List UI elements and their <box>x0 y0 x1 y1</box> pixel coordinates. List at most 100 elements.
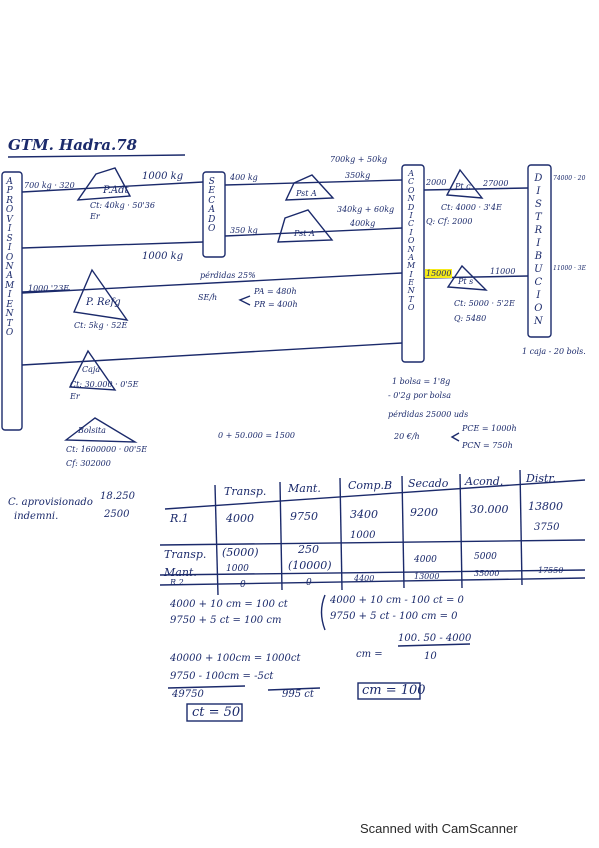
cell-mant-acond: 5000 <box>474 552 497 562</box>
page-title: GTM. Hadra.78 <box>8 136 138 154</box>
flow-27000: 27000 <box>483 179 509 188</box>
acondicionamiento-letter: N <box>407 286 415 296</box>
equation-3: 4000 + 10 cm - 100 ct = 0 <box>330 595 464 606</box>
equation-1: 4000 + 10 cm = 100 ct <box>170 599 288 610</box>
distribucion-letter: U <box>534 264 543 275</box>
camscanner-watermark: Scanned with CamScanner <box>360 821 518 836</box>
flow-2000: 2000 <box>426 178 447 187</box>
header-mant: Mant. <box>288 482 321 495</box>
equation-6: 9750 - 100cm = -5ct <box>170 671 274 682</box>
cell-r1-distr-mark: 3750 <box>534 522 560 533</box>
secado-letter: S <box>208 177 215 187</box>
flow-340-60: 340kg + 60kg <box>337 205 395 214</box>
secado-letter: O <box>208 224 216 235</box>
value-18250: 18.250 <box>100 491 135 502</box>
header-compb: Comp.B <box>348 479 393 492</box>
ce-per-hour: 20 €/h <box>394 432 420 441</box>
cell-r1-compb: 3400 <box>350 508 378 521</box>
secado-letter: A <box>208 205 215 216</box>
distribucion-letter: T <box>535 212 542 223</box>
cell-r2-transp: 0 <box>240 580 246 590</box>
distribucion-letter: C <box>534 277 543 288</box>
acondicionamiento-letter: C <box>408 177 415 187</box>
aprovisionamiento-letter: O <box>5 252 14 263</box>
acondicionamiento-letter: I <box>409 269 413 279</box>
equation-8: 995 ct <box>282 689 314 700</box>
cell-r2-secado: 13000 <box>414 572 440 581</box>
cell-r2-mant: 0 <box>306 578 312 588</box>
bolsita-cf: Cf: 302000 <box>66 459 111 468</box>
header-acond: Acond. <box>465 475 504 488</box>
cm-formula-label: cm = <box>356 649 383 660</box>
pt-s-cost: Ct: 5000 · 5'2E <box>454 299 515 308</box>
pt-c-cf: Q: Cf: 2000 <box>426 217 473 226</box>
bolsita-cost: Ct: 1600000 · 00'5E <box>66 445 148 454</box>
equation-4: 9750 + 5 ct - 100 cm = 0 <box>330 611 458 622</box>
bolsa-note: 1 bolsa = 1'8g <box>392 377 451 386</box>
aprovisionamiento-letter: A <box>6 271 13 282</box>
cm-numerator: 100. 50 - 4000 <box>398 633 472 644</box>
distribucion-letter: N <box>534 316 543 327</box>
equation-7: 49750 <box>172 689 204 700</box>
row-label-r2: R.2 <box>170 578 184 587</box>
pt-c-cost: Ct: 4000 · 3'4E <box>441 203 502 212</box>
distribucion-letter: D <box>534 173 543 184</box>
acondicionamiento-letter: O <box>407 185 415 195</box>
distribucion-letter: R <box>534 225 543 236</box>
distribucion-letter: I <box>536 290 541 301</box>
caja-note: 1 caja - 20 bols. <box>522 347 586 356</box>
pce-hours: PCE = 1000h <box>462 424 517 433</box>
distribucion-letter: S <box>534 199 542 210</box>
pt-c-label: Pt c <box>455 182 471 191</box>
bolsita-label: Bolsita <box>78 426 106 435</box>
equation-2: 9750 + 5 ct = 100 cm <box>170 615 282 626</box>
pt-s-q: Q: 5480 <box>454 314 487 323</box>
acondicionamiento-letter: C <box>408 219 415 229</box>
flow-700-50: 700kg + 50kg <box>330 155 388 164</box>
distribucion-letter: I <box>536 238 541 249</box>
pt-s-label: Pt s <box>458 277 474 286</box>
aprovisionamiento-letter: O <box>5 328 14 338</box>
acondicionamiento-letter: E <box>408 278 415 288</box>
cell-mant-secado: 4000 <box>414 555 437 565</box>
cell-mant-transp: 1000 <box>226 564 249 574</box>
pa-hours: PA = 480h <box>254 287 297 296</box>
cell-r2-distr: 17550 <box>538 566 564 575</box>
aprovisionamiento-letter: T <box>6 318 13 329</box>
cell-transp-compb: 1000 <box>350 530 376 541</box>
caja-cost: Ct: 30.000 · 0'5E <box>70 380 139 389</box>
flow-350-out: 350kg <box>345 171 371 180</box>
acondicionamiento-letter: O <box>407 303 415 313</box>
cell-transp-mant: 250 <box>298 543 319 556</box>
flow-350: 350 kg <box>230 226 258 235</box>
bolsa-note-2: - 0'2g por bolsa <box>388 391 451 400</box>
secado-letter: D <box>208 214 216 225</box>
header-transp: Transp. <box>224 485 267 498</box>
pcn-hours: PCN = 750h <box>462 441 513 450</box>
cm-denominator: 10 <box>424 651 437 662</box>
aprovisionamiento-letter: P <box>6 186 13 197</box>
row-label-r1: R.1 <box>170 512 189 525</box>
flow-15000: 15000 <box>425 269 453 278</box>
flow-400b: 400kg <box>350 219 376 228</box>
aprovisionamiento-letter: S <box>6 233 13 244</box>
secado-letter: C <box>208 195 216 206</box>
aprovisionamiento-letter: I <box>7 224 12 235</box>
flow-400: 400 kg <box>230 173 258 182</box>
pr-hours: PR = 400h <box>254 300 298 309</box>
acondicionamiento-letter: I <box>409 210 413 220</box>
aprovisionamiento-letter: E <box>6 299 13 310</box>
p-adt-label: P.Adt <box>103 185 129 196</box>
dist-top-note: 74000 · 20 <box>553 175 586 182</box>
cell-r1-distr: 13800 <box>528 500 563 513</box>
caja-er: Er <box>70 392 80 401</box>
caja-label: Caja <box>82 365 101 374</box>
aprovisionamiento-letter: V <box>6 214 13 225</box>
perdidas-secado: pérdidas 25% <box>200 271 256 280</box>
acondicionamiento-letter: N <box>407 194 415 204</box>
aprovisionamiento-letter: I <box>7 243 12 254</box>
